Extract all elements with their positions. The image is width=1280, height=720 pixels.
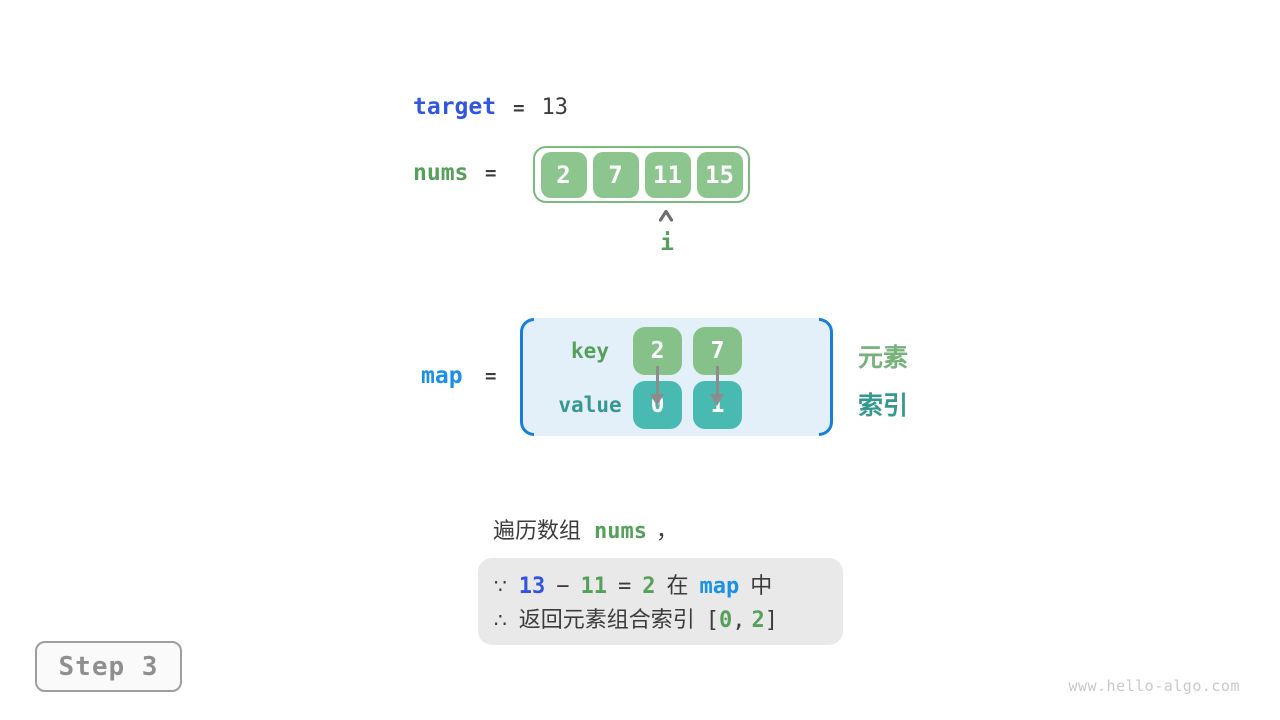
index-pointer-arrow-icon bbox=[658, 207, 674, 226]
watermark-url: www.hello-algo.com bbox=[1068, 677, 1240, 695]
current-number: 11 bbox=[580, 574, 607, 599]
comma: , bbox=[732, 608, 746, 633]
nums-equals-sign: = bbox=[485, 162, 497, 184]
nums-cell-0: 2 bbox=[540, 151, 587, 198]
caption-prefix: 遍历数组 bbox=[493, 519, 582, 544]
result-index-1: 2 bbox=[751, 608, 765, 633]
return-text: 返回元素组合索引 bbox=[518, 608, 695, 633]
step-label: Step 3 bbox=[58, 651, 159, 682]
map-value-label: value bbox=[558, 393, 622, 417]
map-container: key value 2 7 0 1 bbox=[520, 318, 833, 436]
in-suffix-text: 中 bbox=[750, 574, 773, 599]
nums-cell-1: 7 bbox=[592, 151, 639, 198]
nums-variable-name: nums bbox=[413, 160, 469, 186]
step-badge: Step 3 bbox=[35, 641, 182, 692]
conclusion-box: ∵ 13 − 11 = 2 在 map 中 ∴ 返回元素组合索引 [ 0 , 2… bbox=[478, 558, 843, 645]
result-index-0: 0 bbox=[719, 608, 733, 633]
key-to-value-arrow-icon bbox=[710, 366, 725, 408]
therefore-symbol: ∴ bbox=[494, 608, 507, 632]
nums-cell-3: 15 bbox=[696, 151, 743, 198]
target-variable-name: target bbox=[413, 94, 497, 120]
nums-array-container: 2 7 11 15 bbox=[533, 146, 750, 203]
index-pointer-label: i bbox=[660, 230, 674, 256]
target-number: 13 bbox=[518, 574, 546, 599]
map-key-label: key bbox=[571, 339, 609, 363]
map-code-text: map bbox=[699, 574, 740, 599]
conclusion-line-2: ∴ 返回元素组合索引 [ 0 , 2 ] bbox=[494, 602, 843, 636]
key-to-value-arrow-icon bbox=[650, 366, 665, 408]
map-equals-sign: = bbox=[485, 365, 497, 387]
complement-number: 2 bbox=[642, 574, 656, 599]
nums-cell-2: 11 bbox=[644, 151, 691, 198]
side-label-index: 索引 bbox=[858, 391, 909, 420]
target-equals-sign: = bbox=[513, 97, 525, 119]
in-prefix-text: 在 bbox=[666, 574, 689, 599]
target-value: 13 bbox=[541, 95, 569, 120]
caption-code-nums: nums bbox=[594, 519, 647, 544]
bracket-open: [ bbox=[705, 608, 719, 633]
side-label-element: 元素 bbox=[858, 343, 909, 372]
caption-line: 遍历数组 nums ， bbox=[493, 513, 678, 545]
conclusion-line-1: ∵ 13 − 11 = 2 在 map 中 bbox=[494, 568, 843, 602]
target-row: target = 13 bbox=[413, 94, 568, 120]
bracket-close: ] bbox=[764, 608, 778, 633]
minus-sign: − bbox=[556, 574, 570, 599]
map-variable-name: map bbox=[421, 363, 463, 389]
equals-sign: = bbox=[617, 574, 632, 599]
because-symbol: ∵ bbox=[494, 574, 507, 598]
caption-comma: ， bbox=[656, 519, 679, 544]
